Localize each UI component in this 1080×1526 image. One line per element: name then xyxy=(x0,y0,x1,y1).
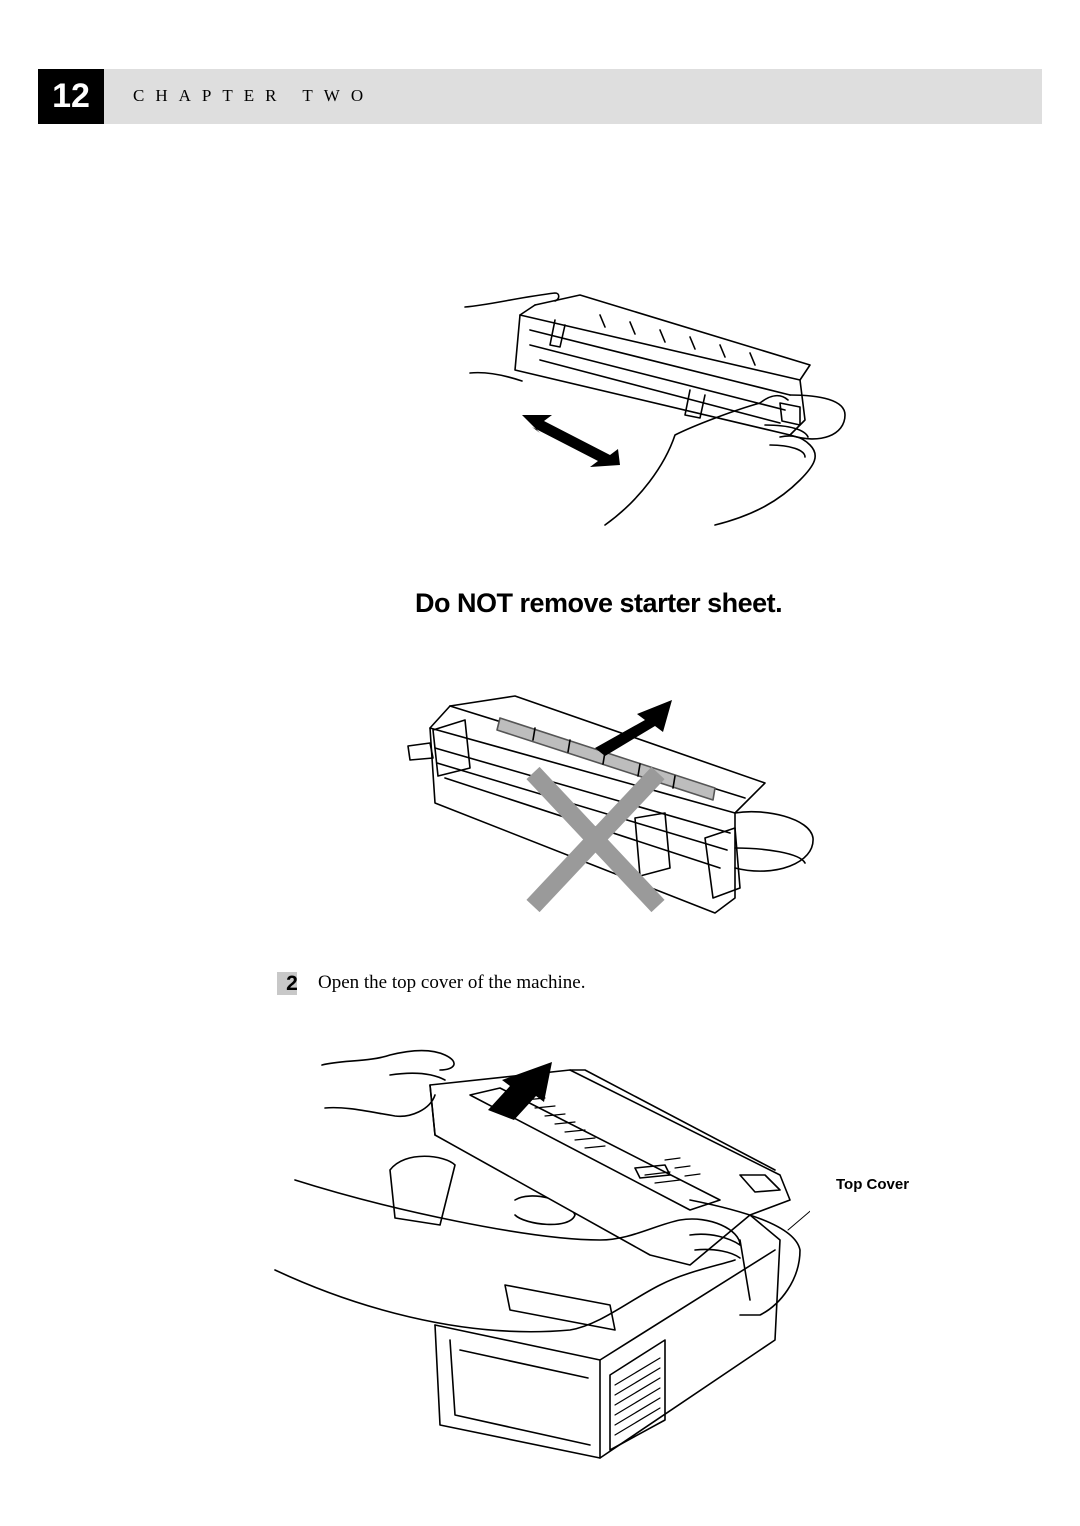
chapter-title: CHAPTER TWO xyxy=(133,86,375,105)
starter-sheet-prohibited-icon xyxy=(407,695,814,914)
drum-unit-rocking-figure xyxy=(460,285,860,535)
drum-unit-rocking-icon xyxy=(464,292,846,526)
open-top-cover-icon xyxy=(274,1049,810,1459)
chapter-header-band xyxy=(38,69,1042,124)
top-cover-callout: Top Cover xyxy=(836,1176,910,1193)
step-number: 2 xyxy=(277,971,305,996)
open-top-cover-figure xyxy=(270,1040,810,1460)
starter-sheet-prohibited-figure xyxy=(405,688,825,928)
page-number: 12 xyxy=(38,69,104,124)
step-instruction: Open the top cover of the machine. xyxy=(318,972,586,993)
starter-sheet-warning: Do NOT remove starter sheet. xyxy=(415,588,783,618)
